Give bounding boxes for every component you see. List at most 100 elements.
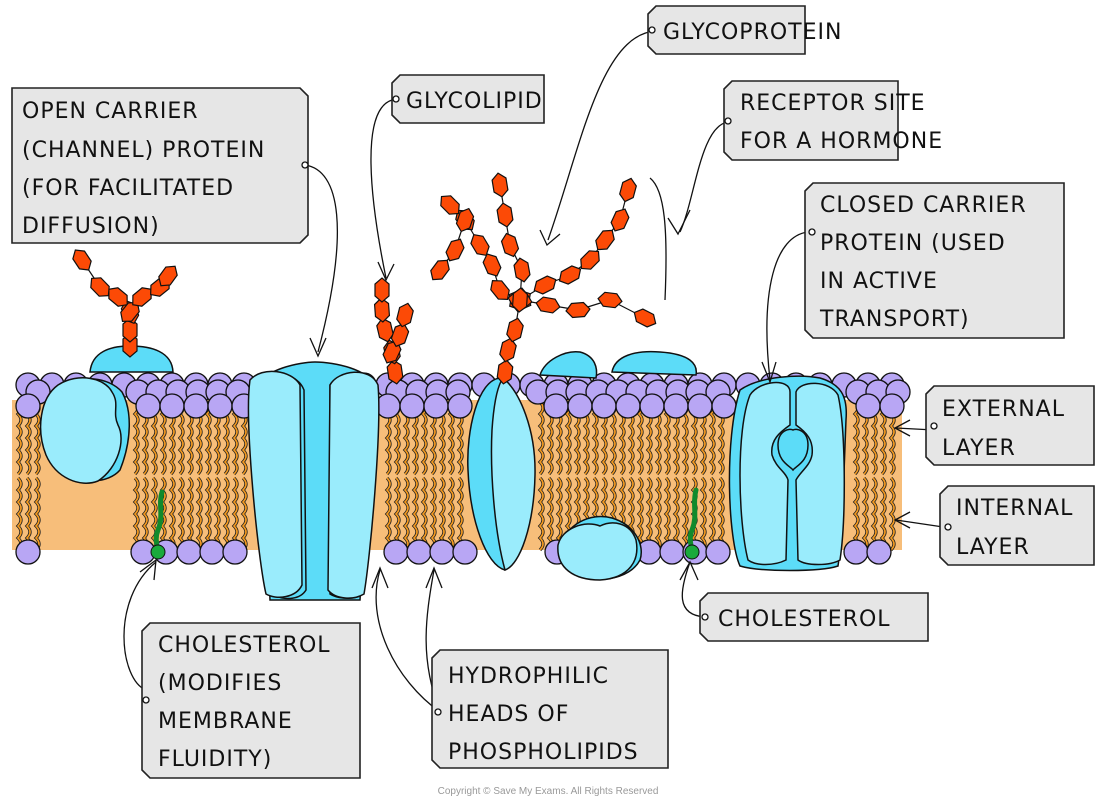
fatty-acid-tail — [133, 477, 139, 551]
peripheral-protein-top-middle — [538, 350, 698, 379]
svg-text:GLYCOPROTEIN: GLYCOPROTEIN — [663, 20, 842, 45]
monosaccharide — [491, 172, 509, 198]
fatty-acid-tail — [205, 477, 211, 551]
fatty-acid-tail — [214, 477, 220, 551]
monosaccharide — [619, 177, 637, 203]
fatty-acid-tail — [142, 477, 148, 551]
fatty-acid-tail — [556, 477, 562, 551]
closed-carrier-protein — [728, 375, 848, 572]
fatty-acid-tail — [421, 477, 427, 551]
phospholipid-head — [135, 393, 161, 419]
phospholipid-head — [879, 393, 905, 419]
fatty-acid-tail — [241, 477, 247, 551]
label-cholesterol-right: CHOLESTEROL — [699, 592, 929, 642]
monosaccharide — [558, 265, 582, 285]
phospholipid-head — [567, 393, 593, 419]
svg-text:FOR A HORMONE: FOR A HORMONE — [740, 129, 943, 154]
fatty-acid-tail — [637, 477, 643, 551]
phospholipid-head — [452, 539, 478, 565]
fatty-acid-tail — [448, 401, 454, 475]
monosaccharide — [430, 259, 450, 281]
label-glycolipid: GLYCOLIPID — [391, 74, 545, 124]
phospholipid-head — [199, 539, 225, 565]
label-line: DIFFUSION) — [22, 214, 160, 239]
fatty-acid-tail — [646, 477, 652, 551]
fatty-acid-tail — [403, 477, 409, 551]
monosaccharide — [455, 207, 475, 233]
fatty-acid-tail — [538, 477, 544, 551]
monosaccharide — [499, 337, 517, 363]
monosaccharide — [633, 308, 657, 328]
monosaccharide — [158, 265, 178, 287]
label-open-carrier-protein: OPEN CARRIER (CHANNEL) PROTEIN (FOR FACI… — [11, 87, 309, 244]
svg-text:CHOLESTEROL: CHOLESTEROL — [718, 607, 891, 632]
monosaccharide — [496, 202, 514, 228]
fatty-acid-tail — [880, 477, 886, 551]
cholesterol-molecule-left — [150, 489, 166, 560]
svg-text:PHOSPHOLIPIDS: PHOSPHOLIPIDS — [448, 740, 639, 765]
monosaccharide — [376, 317, 394, 343]
phospholipid-head — [375, 393, 401, 419]
svg-text:FLUIDITY): FLUIDITY) — [158, 747, 272, 772]
peripheral-protein-bottom — [557, 515, 642, 581]
monosaccharide — [470, 234, 490, 256]
phospholipid-head — [383, 539, 409, 565]
phospholipid-head — [159, 393, 185, 419]
fatty-acid-tail — [133, 401, 139, 475]
outer-phospholipid-heads — [15, 372, 911, 419]
phospholipid-head — [423, 393, 449, 419]
monosaccharide — [565, 301, 591, 319]
svg-text:(MODIFIES: (MODIFIES — [158, 671, 282, 696]
phospholipid-head — [663, 393, 689, 419]
phospholipid-head — [183, 393, 209, 419]
label-line: (CHANNEL) PROTEIN — [22, 138, 265, 163]
fatty-acid-tail — [862, 477, 868, 551]
phospholipid-head — [399, 393, 425, 419]
svg-text:HEADS OF: HEADS OF — [448, 702, 569, 727]
leader-lines — [123, 30, 951, 713]
monosaccharide — [482, 253, 502, 277]
label-internal-layer: INTERNAL LAYER — [939, 485, 1095, 566]
phospholipid-head — [659, 539, 685, 565]
fatty-acid-tail — [709, 477, 715, 551]
phospholipid-head — [222, 539, 248, 565]
phospholipid-head — [843, 539, 869, 565]
copyright-notice: Copyright © Save My Exams. All Rights Re… — [438, 786, 659, 797]
svg-text:PROTEIN (USED: PROTEIN (USED — [820, 231, 1006, 256]
fatty-acid-tail — [664, 477, 670, 551]
fatty-acid-tail — [439, 477, 445, 551]
fatty-acid-tail — [394, 477, 400, 551]
phospholipid-head — [705, 539, 731, 565]
fatty-acid-tail — [16, 401, 22, 475]
monosaccharide — [390, 322, 410, 348]
monosaccharide — [445, 238, 465, 262]
monosaccharide — [597, 291, 623, 309]
fatty-acid-tail — [151, 477, 157, 551]
fatty-acid-tail — [871, 477, 877, 551]
fatty-acid-tail — [700, 477, 706, 551]
fatty-acid-tail — [196, 477, 202, 551]
monosaccharide — [72, 249, 92, 271]
fatty-acid-tail — [655, 477, 661, 551]
fatty-acid-tail — [232, 477, 238, 551]
carbohydrate-chains — [72, 172, 657, 385]
monosaccharide — [490, 280, 510, 300]
fatty-acid-tail — [430, 477, 436, 551]
svg-text:TRANSPORT): TRANSPORT) — [819, 307, 970, 332]
fatty-acid-tail — [448, 477, 454, 551]
fatty-acid-tail — [421, 401, 427, 475]
phospholipid-head — [176, 539, 202, 565]
svg-text:CLOSED CARRIER: CLOSED CARRIER — [820, 193, 1027, 218]
fatty-acid-tail — [205, 401, 211, 475]
fatty-acid-tail — [25, 477, 31, 551]
monosaccharide — [90, 277, 110, 297]
fatty-acid-tail — [592, 401, 598, 475]
phospholipid-head — [207, 393, 233, 419]
glycoprotein-transmembrane — [467, 376, 536, 571]
monosaccharide — [533, 275, 557, 295]
label-glycoprotein: GLYCOPROTEIN — [647, 5, 842, 55]
svg-text:LAYER: LAYER — [956, 535, 1030, 560]
fatty-acid-tail — [178, 477, 184, 551]
label-external-layer: EXTERNAL LAYER — [925, 385, 1095, 466]
